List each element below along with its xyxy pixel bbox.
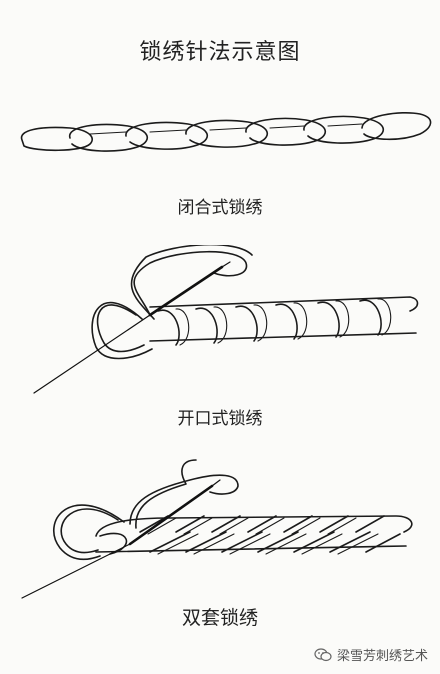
working-thread <box>91 245 253 360</box>
chain-loop <box>361 111 432 141</box>
open-chain-stitch-figure <box>33 245 419 394</box>
closed-chain-stitch-figure <box>20 111 432 152</box>
chain-loop <box>245 117 327 146</box>
closed-chain-label: 闭合式锁绣 <box>177 198 263 218</box>
needle-icon <box>21 479 221 599</box>
chain-loop <box>185 119 269 148</box>
diagram-title: 锁绣针法示意图 <box>139 40 301 65</box>
wechat-icon <box>314 647 332 661</box>
double-loops <box>95 515 413 555</box>
double-chain-label: 双套锁绣 <box>181 607 258 629</box>
working-thread <box>53 459 239 561</box>
chain-loops <box>20 111 432 152</box>
open-loops <box>149 296 419 346</box>
watermark: 梁雪芳刺绣艺术 <box>314 645 428 664</box>
watermark-text: 梁雪芳刺绣艺术 <box>336 649 428 664</box>
chain-loop <box>125 121 209 150</box>
chain-loop <box>20 126 93 152</box>
double-chain-stitch-figure <box>21 459 413 599</box>
needle-icon <box>33 261 231 394</box>
chain-loop <box>303 115 385 144</box>
chain-loop <box>69 123 149 152</box>
open-chain-label: 开口式锁绣 <box>177 409 263 429</box>
